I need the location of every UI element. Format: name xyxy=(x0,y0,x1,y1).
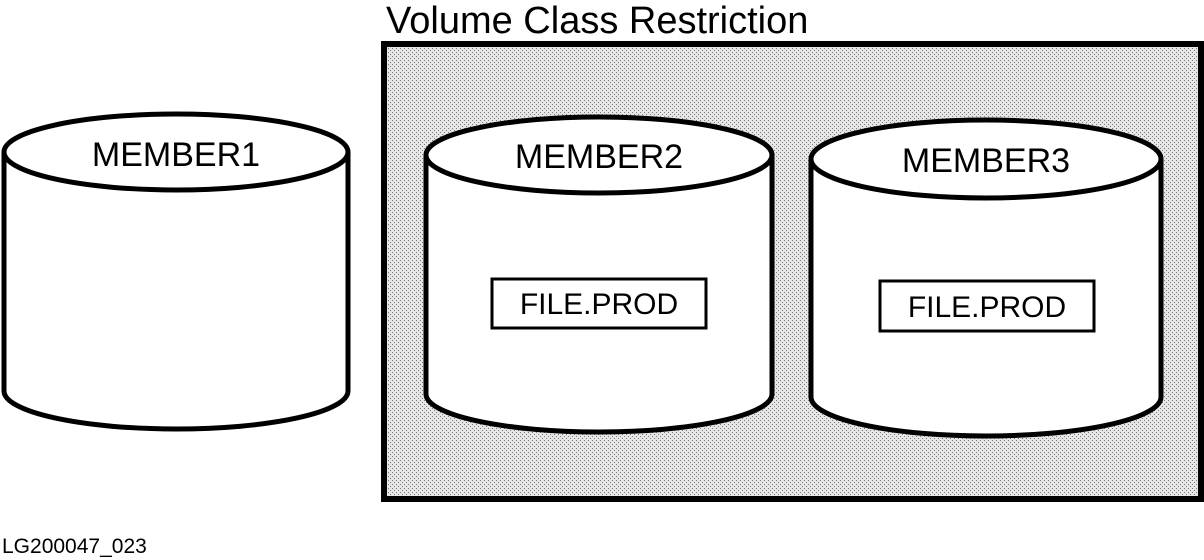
member3-cylinder-top xyxy=(808,117,1164,201)
member2-file-label: FILE.PROD xyxy=(520,288,678,321)
member3-volume: MEMBER3 FILE.PROD xyxy=(808,117,1164,439)
member1-cylinder-top xyxy=(1,111,351,193)
member1-label: MEMBER1 xyxy=(92,136,260,174)
member3-label: MEMBER3 xyxy=(902,142,1070,180)
member2-cylinder-top xyxy=(423,114,775,196)
figure-id: LG200047_023 xyxy=(2,535,147,558)
member2-volume: MEMBER2 FILE.PROD xyxy=(423,114,775,435)
member2-file-box xyxy=(490,277,708,330)
member1-cylinder-body xyxy=(1,152,351,432)
diagram-title: Volume Class Restriction xyxy=(386,0,808,42)
member3-file-label: FILE.PROD xyxy=(908,291,1066,324)
member2-label: MEMBER2 xyxy=(515,138,683,176)
member3-file-box xyxy=(878,279,1096,333)
member1-volume: MEMBER1 xyxy=(1,111,351,432)
